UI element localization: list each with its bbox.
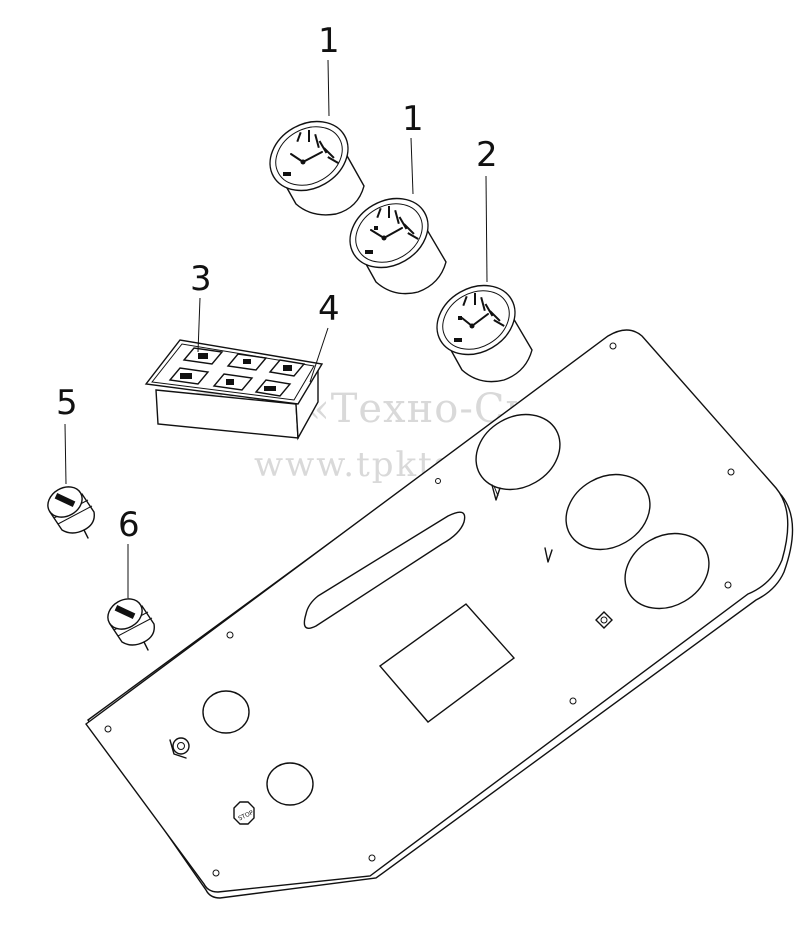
push-button-6	[107, 598, 155, 651]
callout-2: 2	[476, 135, 498, 283]
panel-mounting-holes	[104, 342, 735, 877]
switch-block	[144, 339, 324, 441]
callout-label: 3	[190, 259, 212, 299]
switch-window-cutout	[378, 603, 516, 723]
gauge-2	[436, 284, 533, 383]
panel-fitting-1	[491, 484, 501, 501]
button-hole-1	[202, 690, 250, 734]
gauge-1b	[349, 197, 447, 295]
callout-label: 4	[318, 289, 340, 329]
gauge-cutout-1	[475, 413, 561, 491]
callout-6: 6	[118, 505, 140, 598]
panel-slot	[303, 511, 466, 629]
stop-button-icon: STOP	[233, 801, 255, 825]
callout-label: 2	[476, 135, 498, 175]
callout-label: 1	[318, 21, 340, 61]
gauge-cutout-3	[624, 532, 710, 610]
gauge-1a	[269, 120, 365, 216]
callout-label: 6	[118, 505, 140, 545]
dashboard-panel: STOP	[85, 329, 794, 899]
callout-1b: 1	[402, 99, 424, 195]
callout-label: 5	[56, 383, 78, 423]
callout-1a: 1	[318, 21, 340, 117]
gauge-cutout-2	[565, 473, 651, 551]
panel-fitting-2	[544, 547, 553, 563]
callout-4: 4	[309, 289, 340, 383]
push-button-5	[47, 486, 95, 539]
button-hole-2	[266, 762, 314, 806]
ignition-switch-icon	[169, 737, 190, 759]
callout-3: 3	[190, 259, 212, 353]
callout-label: 1	[402, 99, 424, 139]
panel-fitting-3	[595, 611, 613, 629]
callout-5: 5	[56, 383, 78, 485]
